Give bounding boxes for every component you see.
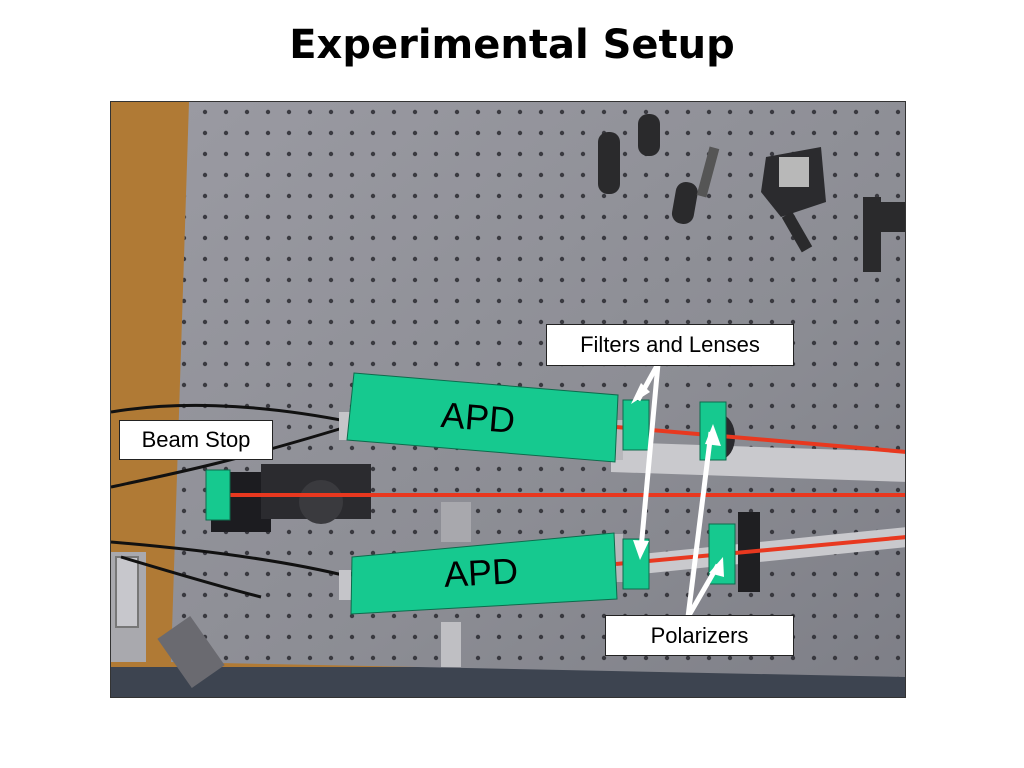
cable-top (111, 403, 352, 424)
apd-bottom-block (350, 532, 618, 615)
laser-beam-bottom (615, 535, 905, 566)
photo-drawing (111, 102, 905, 697)
laser-beam-top (615, 425, 905, 454)
beam-stop-label: Beam Stop (119, 420, 273, 460)
polarizers-label: Polarizers (605, 615, 794, 656)
page-title: Experimental Setup (289, 22, 735, 68)
arrows (631, 362, 724, 619)
post-1 (598, 132, 620, 194)
rail-top (611, 442, 905, 482)
beam-stop-block (205, 469, 231, 521)
apd-top-label: APD (439, 394, 517, 441)
arrow-polarizer-top (685, 431, 714, 618)
apd-bottom-label: APD (442, 550, 520, 595)
setup-photo: APD APD (110, 101, 906, 698)
arrow-filter-bottom (638, 363, 661, 550)
apd-top-block (346, 372, 619, 463)
filters-lenses-label: Filters and Lenses (546, 324, 794, 366)
cable-bottom (111, 540, 352, 579)
filter-top (622, 399, 650, 451)
